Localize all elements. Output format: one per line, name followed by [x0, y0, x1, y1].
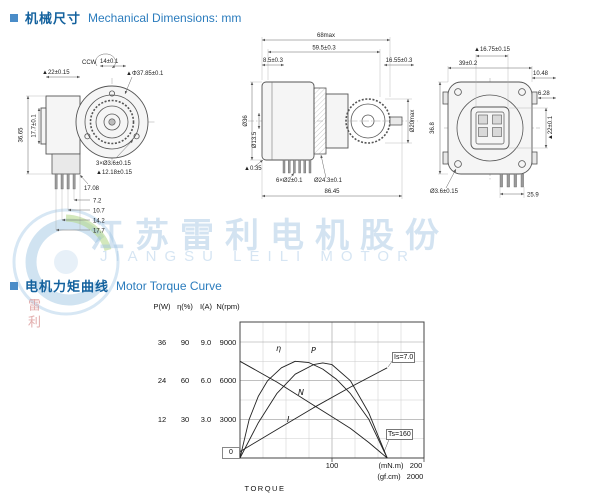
- axis-ticks: [331, 458, 425, 462]
- dim-left-boss: 14±0.1: [100, 59, 119, 65]
- axis-header-efficiency: η(%): [177, 302, 193, 311]
- dim-left-flange-dia: ▲Φ37.85±0.1: [126, 71, 164, 77]
- dim-right-conn-width: 39±0.2: [459, 61, 478, 67]
- dim-left-bracket: 17.7±0.1: [32, 114, 38, 138]
- middle-view-dims: 68max 59.5±0.3 8.5±0.3 16.55±0.3 Ø36 Ø13…: [243, 33, 416, 199]
- left-view: 36.65 17.7±0.1 CCW ▲22±0.15 14±0.1 ▲Φ37.…: [19, 53, 164, 235]
- dim-mid-shaft-len: 16.55±0.3: [386, 58, 413, 64]
- dim-mid-body-len: 59.5±0.3: [312, 46, 336, 52]
- mechanical-drawings: 36.65 17.7±0.1 CCW ▲22±0.15 14±0.1 ▲Φ37.…: [19, 33, 556, 235]
- axis-header-speed: N(rpm): [216, 302, 240, 311]
- stall-torque-annotation: Ts=160: [386, 429, 413, 440]
- dim-left-term: 17.08: [84, 186, 100, 192]
- dim-right-mount-holes: Ø3.6±0.15: [430, 189, 459, 195]
- x-tick-2000: 2000: [406, 472, 424, 481]
- axis-value: 6.0: [200, 376, 212, 385]
- mech-title-en: Mechanical Dimensions: mm: [88, 10, 242, 25]
- dim-left-pin3: 14.2: [93, 219, 105, 225]
- dim-right-off2: 6.28: [538, 91, 550, 97]
- dim-mid-cap-len: 8.5±0.3: [263, 58, 284, 64]
- dim-right-off1: 10.48: [533, 71, 549, 77]
- mech-section-header: 机械尺寸 Mechanical Dimensions: mm: [10, 8, 241, 27]
- section-bullet-icon: [10, 13, 18, 22]
- x-tick-200: 200: [409, 461, 423, 470]
- section-bullet-icon: [10, 281, 18, 290]
- x-tick-100: 100: [325, 461, 339, 470]
- axis-value: 24: [157, 376, 167, 385]
- axis-header-power: P(W): [153, 302, 171, 311]
- dim-left-height: 36.65: [19, 127, 25, 143]
- watermark-logo-text: 雷利: [26, 298, 41, 332]
- dim-mid-gear-dia: Ø20max: [410, 110, 416, 133]
- axis-value: 6000: [219, 376, 237, 385]
- right-view-outline: [442, 78, 540, 188]
- dim-right-height: ▲22±0.1: [548, 115, 554, 140]
- axis-value: 9.0: [200, 337, 212, 347]
- axis-value: 60: [180, 376, 190, 385]
- dim-mid-overall: 68max: [317, 33, 335, 39]
- dim-mid-hub-dia: Ø13.5: [252, 131, 258, 148]
- x-axis-label: TORQUE: [244, 484, 286, 493]
- curve-label-speed: N: [298, 388, 304, 397]
- torque-section-header: 电机力矩曲线 Motor Torque Curve: [10, 276, 222, 295]
- right-view-dims: ▲16.75±0.15 39±0.2 10.48 6.28 ▲22±0.1 36…: [430, 47, 556, 199]
- middle-view: 68max 59.5±0.3 8.5±0.3 16.55±0.3 Ø36 Ø13…: [243, 33, 418, 199]
- curve-speed: [239, 360, 388, 459]
- curves-layer: Nη P I: [239, 344, 388, 459]
- dim-left-pin1: 7.2: [93, 199, 102, 205]
- dim-left-pin4: 17.7: [93, 229, 105, 235]
- origin-label: 0: [222, 447, 240, 459]
- axis-value: 3000: [219, 414, 237, 424]
- curve-power: [239, 362, 388, 459]
- x-unit-gfcm: (gf.cm): [377, 472, 401, 481]
- axis-header-current: I(A): [199, 302, 213, 311]
- curve-current: [239, 367, 388, 452]
- axis-value: 12: [157, 414, 167, 424]
- axis-value: 36: [157, 337, 167, 347]
- x-unit-mnm: (mN.m): [378, 461, 404, 470]
- mech-title-cn: 机械尺寸: [25, 11, 82, 26]
- dim-mid-flange-dia: Ø24.3±0.1: [314, 178, 343, 184]
- dim-right-side: 36.8: [430, 122, 436, 134]
- dim-left-hole-pos: ▲12.18±0.15: [96, 170, 133, 176]
- dim-mid-total-len: 86.45: [324, 189, 340, 195]
- dim-mid-body-dia: Ø36: [243, 115, 249, 127]
- axis-value: 9000: [219, 337, 237, 347]
- torque-title-cn: 电机力矩曲线: [25, 279, 110, 294]
- right-view: ▲16.75±0.15 39±0.2 10.48 6.28 ▲22±0.1 36…: [430, 47, 556, 199]
- dim-left-pin2: 10.7: [93, 209, 105, 215]
- dim-right-top-width: ▲16.75±0.15: [474, 47, 511, 53]
- curve-label-efficiency: η: [276, 344, 281, 353]
- curve-label-power: P: [311, 346, 316, 355]
- curve-efficiency: [239, 360, 388, 459]
- dim-right-pitch: 25.9: [527, 193, 539, 199]
- dim-mid-runout: ▲0.35: [244, 166, 262, 172]
- torque-title-en: Motor Torque Curve: [116, 278, 222, 293]
- axis-value: 3.0: [200, 414, 212, 424]
- stall-current-annotation: Is=7.0: [392, 352, 416, 363]
- dim-left-width-top: ▲22±0.15: [42, 70, 70, 76]
- dim-mid-pins: 6×Ø2±0.1: [276, 178, 303, 184]
- axis-value: 30: [180, 414, 190, 424]
- middle-view-outline: [248, 81, 418, 174]
- dim-left-mount-holes: 3×Ø3.6±0.15: [96, 161, 131, 167]
- curve-label-current: I: [287, 415, 290, 424]
- dim-left-rotation: CCW: [82, 60, 97, 66]
- axis-value: 90: [180, 337, 190, 347]
